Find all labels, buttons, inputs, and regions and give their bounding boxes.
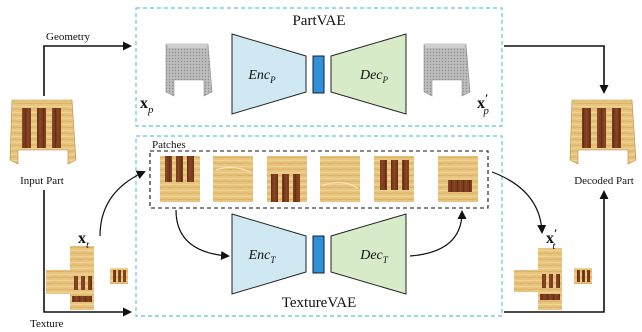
encoder-p-block bbox=[231, 33, 307, 115]
decoder-p-block bbox=[330, 33, 407, 115]
encoder-p-label: EncP bbox=[247, 68, 276, 85]
geometry-arrow bbox=[43, 41, 132, 96]
decoded-part-image bbox=[569, 99, 637, 165]
xt-label: xt bbox=[78, 230, 90, 251]
texture-label: Texture bbox=[30, 318, 64, 330]
patches-to-encoder-arrow bbox=[175, 209, 230, 260]
latent-p-block bbox=[312, 55, 325, 94]
decoder-t-label: DecT bbox=[359, 248, 389, 265]
decoder-to-patches-arrow bbox=[409, 210, 467, 257]
patch-2 bbox=[213, 156, 253, 202]
xp-prime-label: x′p bbox=[477, 91, 489, 117]
input-texture-atlas bbox=[46, 246, 128, 310]
latent-t-block bbox=[312, 235, 325, 274]
decoder-p-label: DecP bbox=[359, 68, 389, 85]
geometry-output-arrow bbox=[504, 45, 609, 94]
encoder-t-block bbox=[231, 213, 307, 295]
output-texture-atlas bbox=[514, 248, 592, 310]
geometry-output-mesh bbox=[423, 43, 471, 97]
patch-4 bbox=[320, 156, 360, 202]
encoder-t-label: EncT bbox=[248, 248, 277, 265]
input-part-label: Input Part bbox=[20, 175, 64, 187]
patch-1 bbox=[160, 156, 200, 202]
patches-box bbox=[149, 150, 489, 209]
patches-to-output-atlas-arrow bbox=[491, 171, 547, 234]
patch-3 bbox=[267, 156, 307, 202]
patch-5 bbox=[374, 156, 414, 202]
decoder-t-block bbox=[330, 213, 407, 295]
texturevae-box bbox=[135, 135, 503, 317]
input-part-image bbox=[9, 99, 77, 165]
texturevae-title: TextureVAE bbox=[282, 295, 357, 311]
xp-label: xp bbox=[140, 95, 154, 116]
patch-6 bbox=[438, 156, 478, 202]
decoded-part-label: Decoded Part bbox=[574, 175, 634, 187]
atlas-to-patches-arrow bbox=[99, 170, 146, 237]
texture-arrow bbox=[43, 190, 132, 317]
xt-prime-label: x′t bbox=[546, 226, 557, 252]
geometry-label: Geometry bbox=[46, 31, 90, 43]
partvae-title: PartVAE bbox=[292, 13, 345, 29]
partvae-box bbox=[135, 7, 503, 127]
texture-output-arrow bbox=[504, 190, 609, 313]
patches-label: Patches bbox=[152, 139, 186, 151]
geometry-input-mesh bbox=[165, 43, 213, 97]
